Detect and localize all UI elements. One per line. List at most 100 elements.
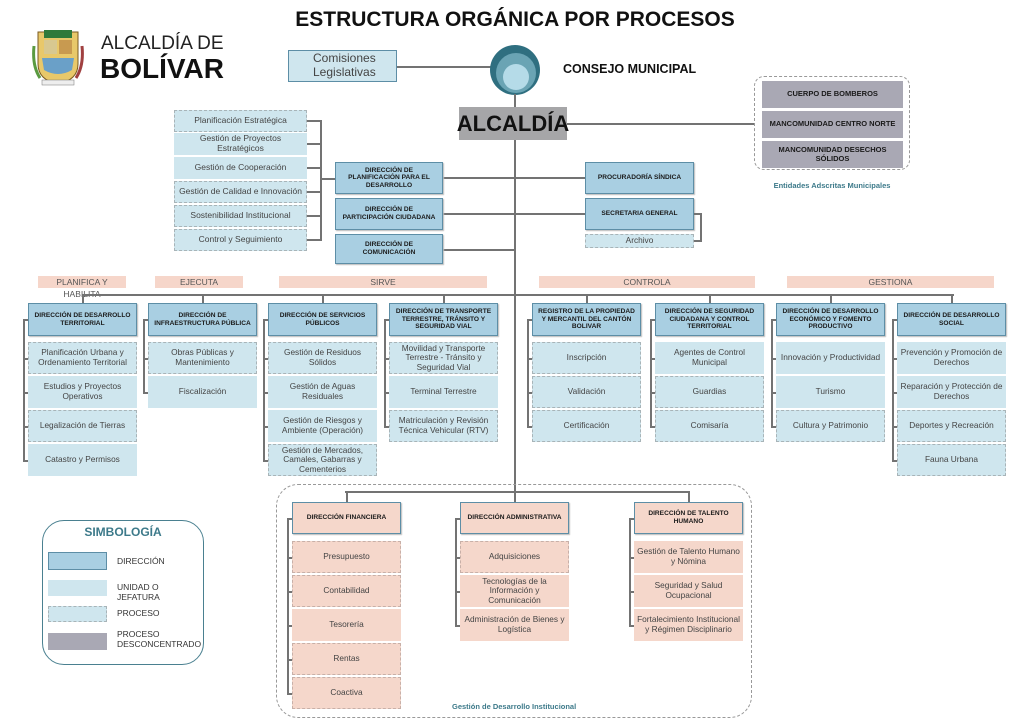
category-label: CONTROLA xyxy=(539,276,755,288)
connector-line xyxy=(384,358,389,360)
connector-line xyxy=(263,392,268,394)
unit-box: Fauna Urbana xyxy=(897,444,1006,476)
support-unit-box: Tesorería xyxy=(292,609,401,641)
attached-entities-group xyxy=(754,76,910,170)
connector-line xyxy=(287,625,292,627)
support-unit-box: Coactiva xyxy=(292,677,401,709)
unit-box: Obras Públicas y Mantenimiento xyxy=(148,342,257,374)
connector-line xyxy=(650,319,652,426)
connector-line xyxy=(443,294,445,303)
connector-line xyxy=(143,358,148,360)
connector-line xyxy=(384,392,389,394)
connector-line xyxy=(287,693,292,695)
planning-direction: DIRECCIÓN DE COMUNICACIÓN xyxy=(335,234,443,264)
planning-direction: DIRECCIÓN DE PARTICIPACIÓN CIUDADANA xyxy=(335,198,443,230)
support-unit-box: Rentas xyxy=(292,643,401,675)
attached-entity: CUERPO DE BOMBEROS xyxy=(762,81,903,108)
unit-box: Gestión de Aguas Residuales xyxy=(268,376,377,408)
unit-box: Planificación Urbana y Ordenamiento Terr… xyxy=(28,342,137,374)
connector-line xyxy=(709,294,711,303)
unit-box: Guardias xyxy=(655,376,764,408)
unit-box: Comisaría xyxy=(655,410,764,442)
connector-line xyxy=(307,167,320,169)
council-circle-icon xyxy=(489,44,541,96)
connector-line xyxy=(567,123,755,125)
support-unit-box: Adquisiciones xyxy=(460,541,569,573)
connector-line xyxy=(629,625,634,627)
connector-line xyxy=(143,392,148,394)
unit-box: Reparación y Protección de Derechos xyxy=(897,376,1006,408)
connector-line xyxy=(586,294,588,303)
connector-line xyxy=(514,94,516,498)
connector-line xyxy=(700,213,702,241)
planning-unit: Planificación Estratégica xyxy=(174,110,307,132)
connector-line xyxy=(892,460,897,462)
connector-line xyxy=(23,426,28,428)
attached-entity: MANCOMUNIDAD DESECHOS SÓLIDOS xyxy=(762,141,903,168)
connector-line xyxy=(455,625,460,627)
legend-box xyxy=(42,520,204,665)
page-title: ESTRUCTURA ORGÁNICA POR PROCESOS xyxy=(295,8,735,31)
connector-line xyxy=(443,177,515,179)
legend-label: UNIDAD O JEFATURA xyxy=(117,582,160,602)
connector-line xyxy=(650,319,655,321)
connector-line xyxy=(892,426,897,428)
connector-line xyxy=(263,319,268,321)
unit-box: Gestión de Residuos Sólidos xyxy=(268,342,377,374)
support-direction-head: DIRECCIÓN FINANCIERA xyxy=(292,502,401,534)
connector-line xyxy=(346,491,348,502)
category-label: EJECUTA xyxy=(155,276,243,288)
unit-box: Legalización de Tierras xyxy=(28,410,137,442)
connector-line xyxy=(771,392,776,394)
unit-box: Terminal Terrestre xyxy=(389,376,498,408)
connector-line xyxy=(287,659,292,661)
support-unit-box: Seguridad y Salud Ocupacional xyxy=(634,575,743,607)
connector-line xyxy=(23,319,25,460)
connector-line xyxy=(143,319,148,321)
support-unit-box: Contabilidad xyxy=(292,575,401,607)
connector-line xyxy=(307,120,320,122)
direction-head: DIRECCIÓN DE SEGURIDAD CIUDADANA Y CONTR… xyxy=(655,303,764,336)
connector-line xyxy=(629,518,634,520)
unit-box: Gestión de Riesgos y Ambiente (Operación… xyxy=(268,410,377,442)
unit-box: Fiscalización xyxy=(148,376,257,408)
connector-line xyxy=(455,591,460,593)
direction-head: DIRECCIÓN DE DESARROLLO TERRITORIAL xyxy=(28,303,137,336)
connector-line xyxy=(384,319,386,426)
unit-box: Certificación xyxy=(532,410,641,442)
connector-line xyxy=(263,358,268,360)
direction-head: REGISTRO DE LA PROPIEDAD Y MERCANTIL DEL… xyxy=(532,303,641,336)
legend-title: SIMBOLOGÍA xyxy=(84,525,162,539)
connector-line xyxy=(82,294,954,296)
support-unit-box: Tecnologías de la Información y Comunica… xyxy=(460,575,569,607)
support-unit-box: Gestión de Talento Humano y Nómina xyxy=(634,541,743,573)
archivo-box: Archivo xyxy=(585,234,694,248)
connector-line xyxy=(892,319,894,460)
direction-head: DIRECCIÓN DE DESARROLLO SOCIAL xyxy=(897,303,1006,336)
connector-line xyxy=(287,557,292,559)
connector-line xyxy=(263,319,265,460)
legend-swatch-3 xyxy=(48,633,107,650)
unit-box: Catastro y Permisos xyxy=(28,444,137,476)
legend-label: PROCESO xyxy=(117,608,160,618)
connector-line xyxy=(514,491,516,502)
connector-line xyxy=(629,518,631,625)
connector-line xyxy=(287,591,292,593)
support-direction-head: DIRECCIÓN DE TALENTO HUMANO xyxy=(634,502,743,534)
council-label: CONSEJO MUNICIPAL xyxy=(563,62,697,76)
unit-box: Turismo xyxy=(776,376,885,408)
connector-line xyxy=(23,358,28,360)
connector-line xyxy=(892,358,897,360)
unit-box: Deportes y Recreación xyxy=(897,410,1006,442)
connector-line xyxy=(527,392,532,394)
connector-line xyxy=(287,518,289,693)
planning-unit: Gestión de Cooperación xyxy=(174,157,307,179)
unit-box: Movilidad y Transporte Terrestre - Tráns… xyxy=(389,342,498,374)
connector-line xyxy=(527,358,532,360)
connector-line xyxy=(82,294,84,303)
connector-line xyxy=(143,319,145,392)
connector-line xyxy=(443,249,515,251)
connector-line xyxy=(830,294,832,303)
connector-line xyxy=(307,239,320,241)
legend-swatch-0 xyxy=(48,552,107,570)
